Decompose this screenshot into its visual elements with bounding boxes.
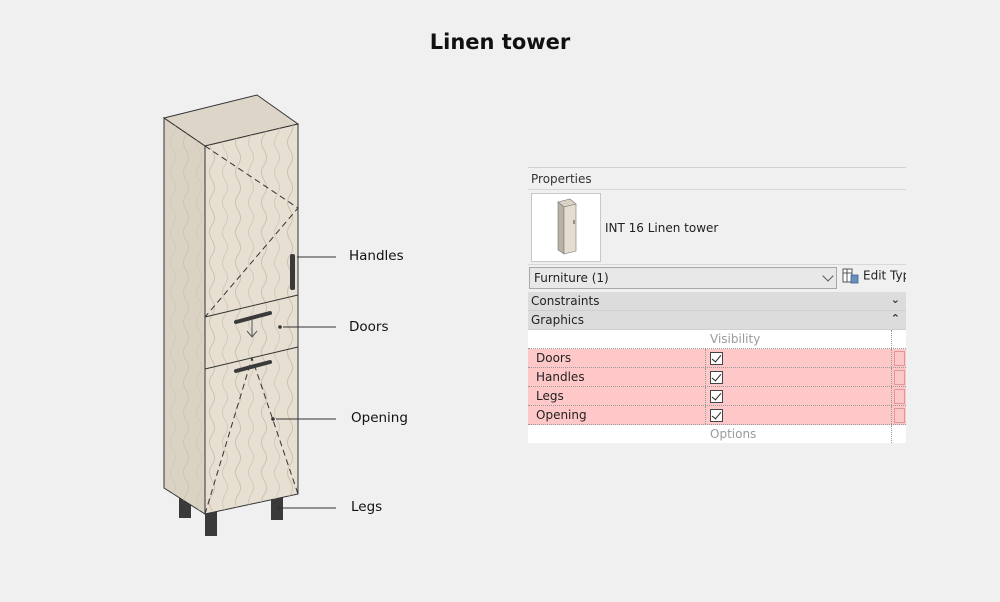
type-thumbnail (531, 193, 601, 262)
expand-icon: ⌄ (890, 293, 900, 306)
callout-opening: Opening (351, 410, 408, 426)
leg-back-right (271, 494, 283, 520)
group-options: Options (528, 425, 906, 443)
doors-checkbox[interactable] (710, 352, 723, 365)
property-name: Legs (536, 389, 564, 403)
properties-header: Properties (528, 168, 906, 190)
properties-panel: Properties INT 16 Linen tower Furniture … (528, 167, 906, 443)
opening-checkbox[interactable] (710, 409, 723, 422)
type-selector[interactable]: INT 16 Linen tower (528, 190, 906, 265)
collapse-icon: ⌃ (890, 312, 900, 325)
instance-filter-value: Furniture (1) (534, 271, 609, 285)
handle-lower-door (234, 360, 272, 373)
linen-tower-thumbnail-icon (557, 198, 577, 255)
associate-parameter-button[interactable] (891, 368, 906, 386)
property-name: Doors (536, 351, 572, 365)
callout-legs: Legs (351, 499, 383, 515)
handle-upper-door (290, 254, 295, 290)
edit-type-icon (842, 268, 859, 284)
group-options-label: Options (710, 427, 757, 441)
diagram-title: Linen tower (429, 30, 571, 54)
property-name: Opening (536, 408, 587, 422)
chevron-down-icon (822, 270, 834, 282)
associate-parameter-button[interactable] (891, 406, 906, 424)
edit-type-button[interactable]: Edit Typ (842, 268, 906, 288)
section-constraints[interactable]: Constraints ⌄ (528, 292, 906, 311)
handle-drawer (234, 311, 272, 324)
property-row-opening: Opening (528, 406, 906, 425)
group-visibility-label: Visibility (710, 332, 761, 346)
group-visibility: Visibility (528, 330, 906, 349)
instance-filter-dropdown[interactable]: Furniture (1) (529, 267, 837, 289)
lower-door-opening-lines (204, 356, 299, 515)
section-graphics-label: Graphics (531, 313, 584, 327)
associate-parameter-button[interactable] (891, 349, 906, 367)
section-constraints-label: Constraints (531, 294, 600, 308)
section-graphics[interactable]: Graphics ⌃ (528, 311, 906, 330)
callout-handles: Handles (349, 248, 404, 264)
callout-doors: Doors (349, 319, 389, 335)
property-name: Handles (536, 370, 585, 384)
leg-front (205, 512, 217, 536)
associate-parameter-button[interactable] (891, 387, 906, 405)
handles-checkbox[interactable] (710, 371, 723, 384)
upper-door-opening-lines (204, 145, 299, 318)
legs-checkbox[interactable] (710, 390, 723, 403)
property-row-handles: Handles (528, 368, 906, 387)
edit-type-label: Edit Typ (863, 268, 906, 283)
property-row-legs: Legs (528, 387, 906, 406)
type-name: INT 16 Linen tower (605, 221, 719, 235)
property-row-doors: Doors (528, 349, 906, 368)
